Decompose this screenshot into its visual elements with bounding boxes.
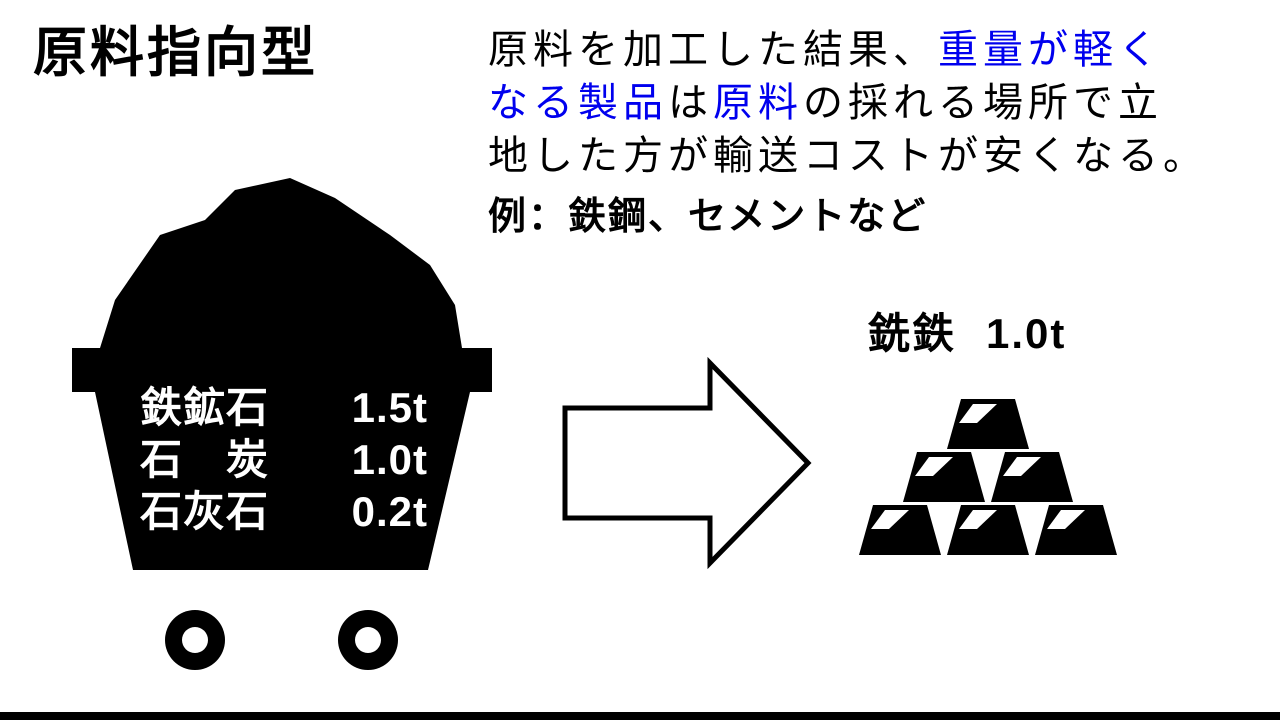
ingot-shape (947, 505, 1029, 555)
material-weight: 1.5t (351, 384, 428, 431)
ingot-shape (859, 505, 941, 555)
cart-wheel-right-hub (355, 627, 381, 653)
highlighted-text-segment: 原料 (713, 81, 803, 125)
bottom-border-bar (0, 712, 1280, 720)
text-segment: 地した方が輸送コストが安くなる。 (488, 134, 1208, 178)
text-segment: の採れる場所で立 (803, 81, 1163, 125)
text-segment: は (668, 81, 713, 125)
mine-cart-illustration (72, 178, 492, 670)
cart-wheel-left-hub (182, 627, 208, 653)
page-title: 原料指向型 (33, 23, 318, 83)
cart-content-row: 鉄鉱石 1.5t (140, 382, 428, 434)
description-line-2: なる製品は原料の採れる場所で立 (488, 77, 1263, 130)
product-label: 銑鉄 1.0t (868, 300, 1066, 361)
cart-content-row: 石 炭 1.0t (140, 434, 428, 486)
ingot-shape (991, 452, 1073, 502)
material-label: 石 炭 (140, 436, 270, 483)
description-line-1: 原料を加工した結果、重量が軽く (488, 24, 1263, 77)
product-weight: 1.0t (986, 310, 1067, 357)
right-arrow-icon (562, 356, 812, 570)
material-weight: 1.0t (351, 436, 428, 483)
cart-content-row: 石灰石 0.2t (140, 486, 428, 538)
ore-heap-shape (100, 178, 462, 348)
highlighted-text-segment: 重量が軽く (938, 28, 1163, 72)
material-weight: 0.2t (351, 488, 428, 535)
highlighted-text-segment: なる製品 (488, 81, 668, 125)
cart-body-shape (95, 392, 470, 570)
description-text: 原料を加工した結果、重量が軽く なる製品は原料の採れる場所で立 地した方が輸送コ… (488, 24, 1263, 244)
ingot-shape (903, 452, 985, 502)
cart-rim-shape (72, 348, 492, 392)
ingot-shape (947, 399, 1029, 449)
example-text: 例：鉄鋼、セメントなど (488, 196, 928, 238)
ingot-pyramid-illustration (859, 399, 1117, 555)
text-segment: 原料を加工した結果、 (488, 28, 938, 72)
material-label: 石灰石 (140, 488, 270, 535)
product-name: 銑鉄 (868, 310, 957, 357)
ingot-shape (1035, 505, 1117, 555)
description-line-3: 地した方が輸送コストが安くなる。 (488, 130, 1263, 183)
cart-contents-list: 鉄鉱石 1.5t 石 炭 1.0t 石灰石 0.2t (140, 382, 428, 538)
material-label: 鉄鉱石 (140, 384, 270, 431)
